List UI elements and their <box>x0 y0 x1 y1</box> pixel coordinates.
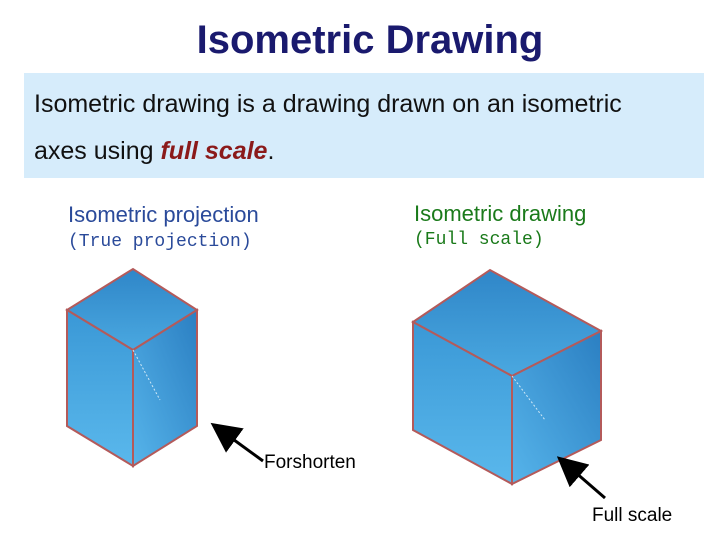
right-cube-sublabel: (Full scale) <box>414 230 544 250</box>
right-cube-right-face <box>511 329 602 486</box>
definition-box <box>24 73 704 178</box>
forshorten-arrow <box>210 422 264 463</box>
left-cube-hidden-edge <box>132 349 161 401</box>
left-cube <box>65 267 199 468</box>
definition-line-2: axes using full scale. <box>34 137 274 166</box>
definition-line-1: Isometric drawing is a drawing drawn on … <box>34 90 622 118</box>
forshorten-note: Forshorten <box>264 452 356 473</box>
left-cube-right-face <box>132 308 198 468</box>
right-cube-hidden-edge <box>511 375 546 421</box>
definition-prefix: axes using <box>34 137 161 165</box>
definition-suffix: . <box>267 137 275 165</box>
fullscale-arrow <box>556 456 606 500</box>
right-cube <box>411 268 604 486</box>
fullscale-note: Full scale <box>592 505 673 526</box>
left-cube-sublabel: (True projection) <box>68 232 252 252</box>
right-cube-label: Isometric drawing <box>414 201 587 226</box>
definition-emphasis: full scale <box>160 137 268 165</box>
left-cube-label: Isometric projection <box>68 202 259 227</box>
page-title: Isometric Drawing <box>196 18 544 62</box>
